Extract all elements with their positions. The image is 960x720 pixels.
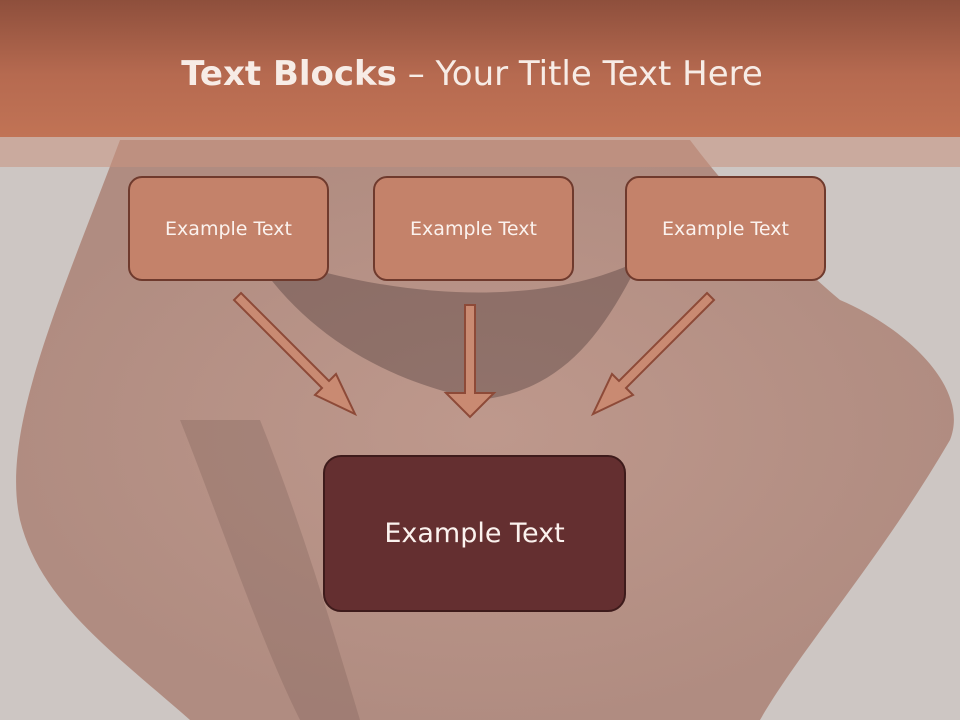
arrow-center [443,304,497,419]
background-shadow-shape [180,420,360,720]
text-block-1[interactable]: Example Text [128,176,329,281]
title-bar-band [0,137,960,167]
slide-title-rest: Your Title Text Here [435,54,763,94]
text-block-main[interactable]: Example Text [323,455,626,612]
slide-title: Text Blocks – Your Title Text Here [0,54,944,94]
text-block-2-label: Example Text [410,217,537,240]
text-block-3[interactable]: Example Text [625,176,826,281]
arrow-left [232,291,358,417]
slide-title-dash: – [396,54,436,94]
text-block-1-label: Example Text [165,217,292,240]
title-bar [0,0,960,137]
text-block-main-label: Example Text [384,518,565,549]
text-block-3-label: Example Text [662,217,789,240]
text-block-2[interactable]: Example Text [373,176,574,281]
background-shadow-shape [250,250,640,400]
arrow-right [590,291,716,417]
slide-title-bold: Text Blocks [181,54,397,94]
background-figure-shape [16,140,954,720]
